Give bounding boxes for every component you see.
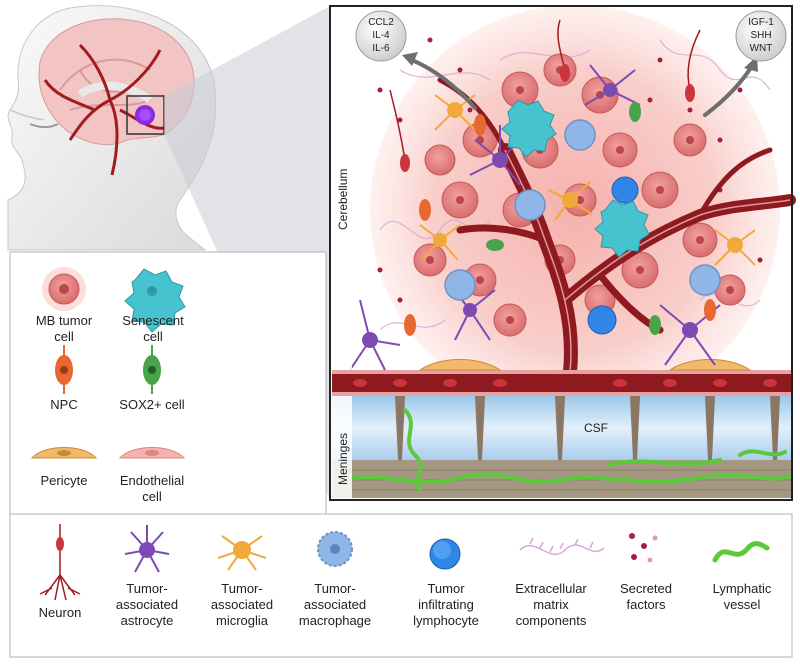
legend-label-astrocyte-line2: associated (116, 597, 178, 612)
legend-label-mb-tumor-line1: MB tumor (36, 313, 93, 328)
legend-label-lymphocyte-line2: infiltrating (418, 597, 474, 612)
legend-icon-astrocyte (124, 525, 170, 573)
legend-label-astrocyte-line1: Tumor- (126, 581, 167, 596)
legend-label-neuron: Neuron (39, 605, 82, 620)
macrophages (444, 119, 721, 301)
legend-icon-lymphatic-vessel (712, 541, 770, 563)
legend-label-pericyte: Pericyte (41, 473, 88, 488)
legend-label-secreted-line2: factors (626, 597, 666, 612)
legend-left-panel: MB tumor cell Senescent cell NPC SOX2+ c… (9, 251, 327, 517)
legend-label-senescent-line1: Senescent (122, 313, 184, 328)
legend-icon-macrophage (317, 531, 353, 567)
cytokine-label-3: IL-6 (372, 43, 390, 54)
legend-icon-endothelial-cell (118, 447, 186, 459)
zoom-panel: CCL2 IL-4 IL-6 IGF-1 SHH WNT Cerebellum … (329, 5, 796, 501)
legend-label-mb-tumor-line2: cell (54, 329, 74, 344)
growth-factor-label-2: SHH (750, 30, 771, 41)
legend-label-microglia-line2: associated (211, 597, 273, 612)
growth-factor-label-1: IGF-1 (748, 17, 774, 28)
legend-label-lymphatic-line1: Lymphatic (713, 581, 772, 596)
legend-icon-ecm (519, 537, 605, 556)
legend-label-secreted-line1: Secreted (620, 581, 672, 596)
legend-label-ecm-line1: Extracellular (515, 581, 587, 596)
legend-label-ecm-line2: matrix (533, 597, 569, 612)
legend-label-endothelial-line1: Endothelial (120, 473, 184, 488)
meninges-label: Meninges (336, 433, 350, 485)
legend-label-npc: NPC (50, 397, 77, 412)
legend-label-macrophage-line2: associated (304, 597, 366, 612)
legend-label-macrophage-line3: macrophage (299, 613, 371, 628)
senescent-cells (501, 99, 650, 258)
legend-label-ecm-line3: components (516, 613, 587, 628)
lymphatic-vessels (343, 408, 792, 492)
legend-icon-mb-tumor-cell (42, 267, 86, 311)
legend-icon-secreted-factors (629, 533, 658, 563)
cytokine-bubble-left: CCL2 IL-4 IL-6 (355, 10, 407, 62)
legend-icon-senescent-cell (124, 268, 186, 333)
secretion-arrows (410, 58, 754, 117)
growth-factor-label-3: WNT (750, 43, 773, 54)
legend-label-lymphocyte-line3: lymphocyte (413, 613, 479, 628)
lymphocytes (587, 176, 639, 335)
cerebellum-label: Cerebellum (336, 169, 350, 230)
legend-label-lymphatic-line2: vessel (724, 597, 761, 612)
legend-label-sox2: SOX2+ cell (119, 397, 185, 412)
legend-label-senescent-line2: cell (143, 329, 163, 344)
microglia (419, 94, 756, 266)
legend-label-macrophage-line1: Tumor- (314, 581, 355, 596)
legend-label-microglia-line1: Tumor- (221, 581, 262, 596)
legend-icon-microglia (217, 535, 267, 571)
cytokine-label-1: CCL2 (368, 17, 394, 28)
legend-icon-npc (55, 345, 73, 394)
sox2-cells (486, 102, 661, 335)
child-head-illustration (7, 5, 217, 251)
npcs (404, 114, 716, 336)
csf-label: CSF (584, 421, 608, 435)
cytokine-label-2: IL-4 (372, 30, 390, 41)
legend-bottom-panel: Neuron Tumor- associated astrocyte Tumor… (9, 513, 793, 658)
legend-label-endothelial-line2: cell (142, 489, 162, 504)
growth-factor-bubble-right: IGF-1 SHH WNT (735, 10, 787, 62)
legend-label-astrocyte-line3: astrocyte (121, 613, 174, 628)
legend-label-lymphocyte-line1: Tumor (427, 581, 465, 596)
legend-icon-lymphocyte (429, 538, 461, 570)
legend-label-microglia-line3: microglia (216, 613, 269, 628)
legend-icon-sox2-cell (143, 345, 161, 394)
legend-icon-pericyte (30, 447, 98, 459)
